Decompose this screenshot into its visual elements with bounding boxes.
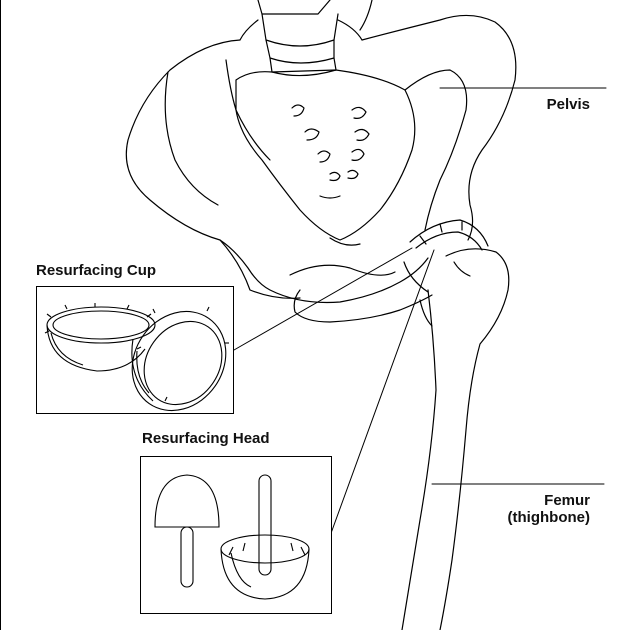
head-callout-line bbox=[330, 250, 434, 536]
resurfacing-head-label: Resurfacing Head bbox=[142, 430, 270, 447]
spine-vertebrae bbox=[240, 0, 372, 76]
left-iliac-wing bbox=[126, 40, 300, 298]
resurfacing-cup-illustration bbox=[37, 287, 233, 413]
resurfacing-cup-inset bbox=[36, 286, 234, 414]
resurfacing-head-illustration bbox=[141, 457, 331, 613]
pelvis-label: Pelvis bbox=[520, 96, 590, 113]
pubic-region bbox=[220, 240, 428, 303]
sacral-foramina bbox=[292, 105, 369, 198]
femur bbox=[440, 249, 509, 630]
cup-callout-line bbox=[234, 248, 412, 350]
femur-label-line1: Femur bbox=[480, 492, 590, 509]
right-iliac-wing bbox=[362, 15, 516, 240]
femur-label-line2: (thighbone) bbox=[480, 509, 590, 526]
resurfacing-head-inset bbox=[140, 456, 332, 614]
femur-label: Femur (thighbone) bbox=[480, 492, 590, 526]
sacrum bbox=[236, 70, 415, 240]
resurfacing-cup-label: Resurfacing Cup bbox=[36, 262, 156, 279]
